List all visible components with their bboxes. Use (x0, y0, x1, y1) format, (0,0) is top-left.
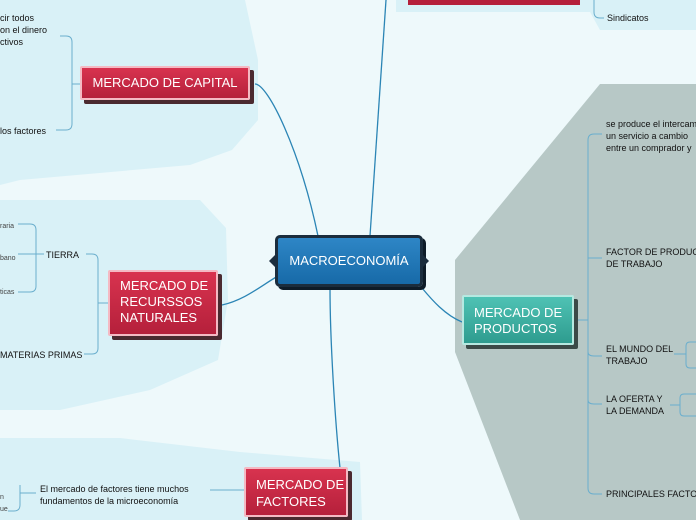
tierra-child-3: ticas (0, 289, 15, 296)
materias-primas-label: MATERIAS PRIMAS (0, 350, 83, 360)
main-connectors (221, 0, 463, 469)
top-right-panel (396, 0, 696, 30)
mercado-productos-node[interactable]: MERCADO DE PRODUCTOS (462, 295, 574, 345)
central-node-left-chevron-icon (269, 255, 275, 267)
tierra-child-2: bano (0, 255, 16, 262)
central-node-label: MACROECONOMÍA (289, 253, 409, 268)
top-right-bracket (593, 0, 604, 19)
productos-child-principales-factores: PRINCIPALES FACTO (606, 489, 696, 499)
factores-brackets (8, 485, 244, 512)
recursos-brackets (18, 223, 108, 355)
mercado-factores-label: MERCADO DE FACTORES (256, 477, 345, 509)
mercado-capital-label: MERCADO DE CAPITAL (92, 75, 238, 90)
capital-brackets (56, 35, 80, 131)
productos-child-mundo-trabajo: EL MUNDO DEL TRABAJO (606, 344, 674, 366)
productos-child-oferta-demanda: LA OFERTA Y LA DEMANDA (606, 394, 665, 416)
sindicatos-label: Sindicatos (607, 13, 649, 23)
capital-text-top: cir todos on el dinero ctivos (0, 13, 48, 47)
central-node-macroeconomia[interactable]: MACROECONOMÍA (275, 235, 423, 287)
productos-brackets (578, 133, 696, 495)
factores-fragment-2: ue (0, 506, 8, 513)
mercado-factores-node[interactable]: MERCADO DE FACTORES (244, 467, 348, 517)
tierra-child-1: raria (0, 223, 15, 230)
mercado-recursos-node[interactable]: MERCADO DE RECURSSOS NATURALES (108, 270, 218, 336)
mercado-capital-node[interactable]: MERCADO DE CAPITAL (80, 66, 250, 100)
productos-child-intercambio: se produce el intercam un servicio a cam… (606, 119, 696, 153)
productos-child-factor-produccion: FACTOR DE PRODUCC DE TRABAJO (606, 247, 696, 269)
factores-description: El mercado de factores tiene muchos fund… (40, 484, 189, 506)
productos-panel (455, 84, 696, 520)
capital-text-bottom: los factores (0, 126, 47, 136)
mercado-recursos-label: MERCADO DE RECURSSOS NATURALES (120, 278, 209, 325)
mercado-productos-label: MERCADO DE PRODUCTOS (474, 305, 563, 336)
top-right-red-strip (408, 0, 580, 5)
tierra-label: TIERRA (46, 250, 80, 260)
factores-fragment-1: n (0, 494, 4, 501)
central-node-right-chevron-icon (423, 255, 429, 267)
